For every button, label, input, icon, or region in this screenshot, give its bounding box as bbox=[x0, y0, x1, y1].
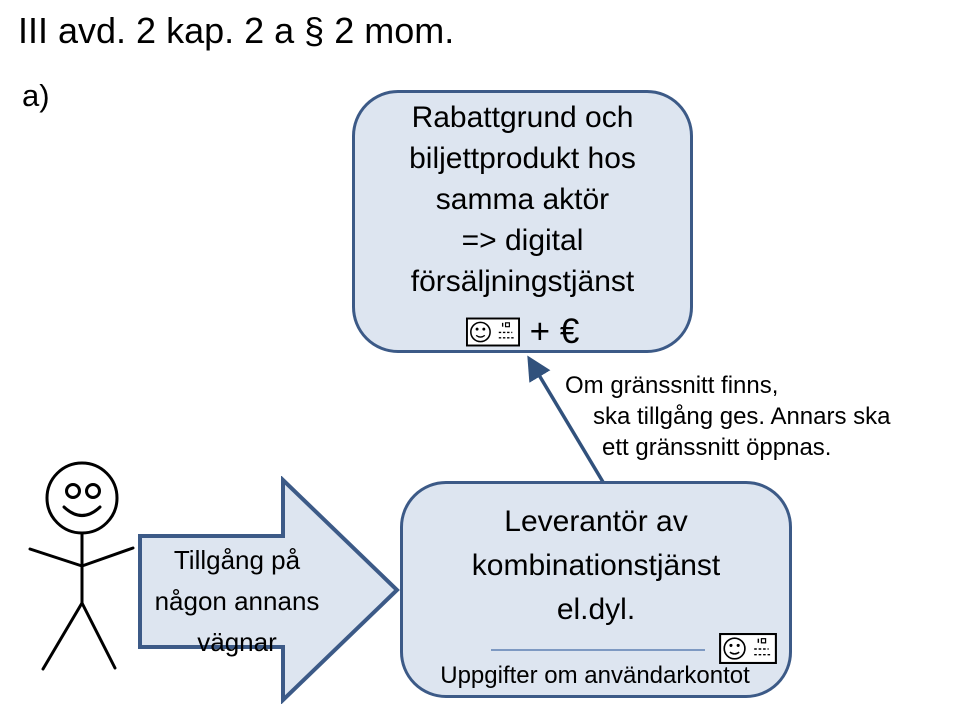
top-box-line: => digital bbox=[461, 224, 584, 257]
top-box-icon-price-row: + € bbox=[355, 314, 690, 349]
top-box-line: Rabattgrund och bbox=[411, 101, 634, 134]
block-arrow-right-icon bbox=[136, 476, 402, 704]
annotation-line: Om gränssnitt finns, bbox=[565, 372, 779, 399]
annotation-line: ska tillgång ges. Annars ska bbox=[593, 403, 891, 430]
block-arrow-line: vägnar bbox=[197, 627, 277, 657]
stick-figure-person-icon bbox=[25, 458, 140, 678]
top-box-line: samma aktör bbox=[435, 183, 610, 216]
item-label-a: a) bbox=[22, 78, 50, 113]
top-box-line: försäljningstjänst bbox=[410, 265, 635, 298]
top-box-line: biljettprodukt hos bbox=[409, 142, 636, 175]
slide-title: III avd. 2 kap. 2 a § 2 mom. bbox=[18, 10, 455, 51]
block-arrow-line: Tillgång på bbox=[173, 545, 301, 575]
connector-arrow-icon bbox=[505, 348, 615, 490]
bottom-box-footer: Uppgifter om användarkontot bbox=[440, 662, 750, 689]
block-arrow-label: Tillgång på någon annans vägnar bbox=[142, 540, 332, 663]
account-underline bbox=[491, 649, 705, 651]
user-account-id-card-icon bbox=[465, 317, 520, 347]
bottom-box-combination-service-provider: Leverantör av kombinationstjänst el.dyl.… bbox=[400, 481, 792, 698]
top-box-digital-sales-service: Rabattgrund och biljettprodukt hos samma… bbox=[352, 90, 693, 353]
bottom-box-line: Leverantör av bbox=[504, 505, 688, 538]
price-suffix: + € bbox=[529, 312, 580, 351]
annotation-line: ett gränssnitt öppnas. bbox=[602, 434, 832, 461]
user-account-id-card-icon bbox=[719, 633, 777, 664]
bottom-box-line: el.dyl. bbox=[556, 593, 636, 626]
bottom-box-line: kombinationstjänst bbox=[471, 549, 721, 582]
block-arrow-line: någon annans bbox=[154, 586, 320, 616]
annotation-text: Om gränssnitt finns, ska tillgång ges. A… bbox=[560, 370, 891, 463]
